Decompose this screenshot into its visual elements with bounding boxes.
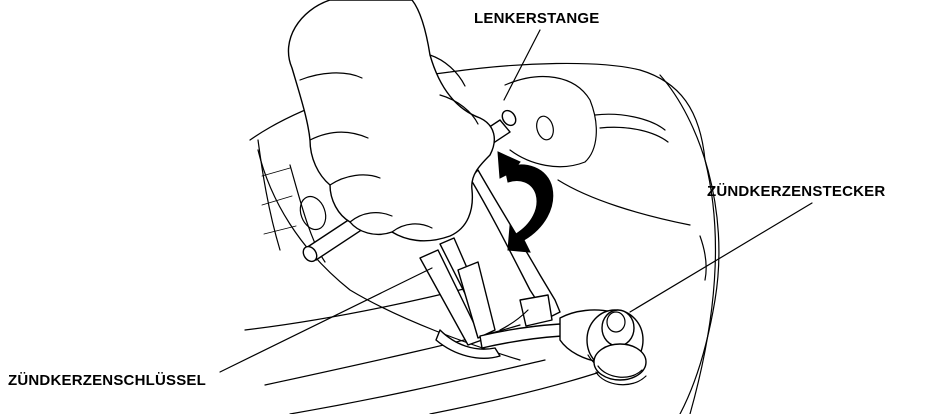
spark-plug-cap <box>560 310 646 385</box>
leader-line-wrench <box>220 268 432 372</box>
gloved-hand <box>288 0 494 241</box>
handle-bar-label: LENKERSTANGE <box>474 11 599 26</box>
spark-plug-cap-label: ZÜNDKERZENSTECKER <box>707 184 885 199</box>
leader-line-spark-plug-cap <box>630 203 812 312</box>
spark-plug-wrench-label: ZÜNDKERZENSCHLÜSSEL <box>8 373 206 388</box>
